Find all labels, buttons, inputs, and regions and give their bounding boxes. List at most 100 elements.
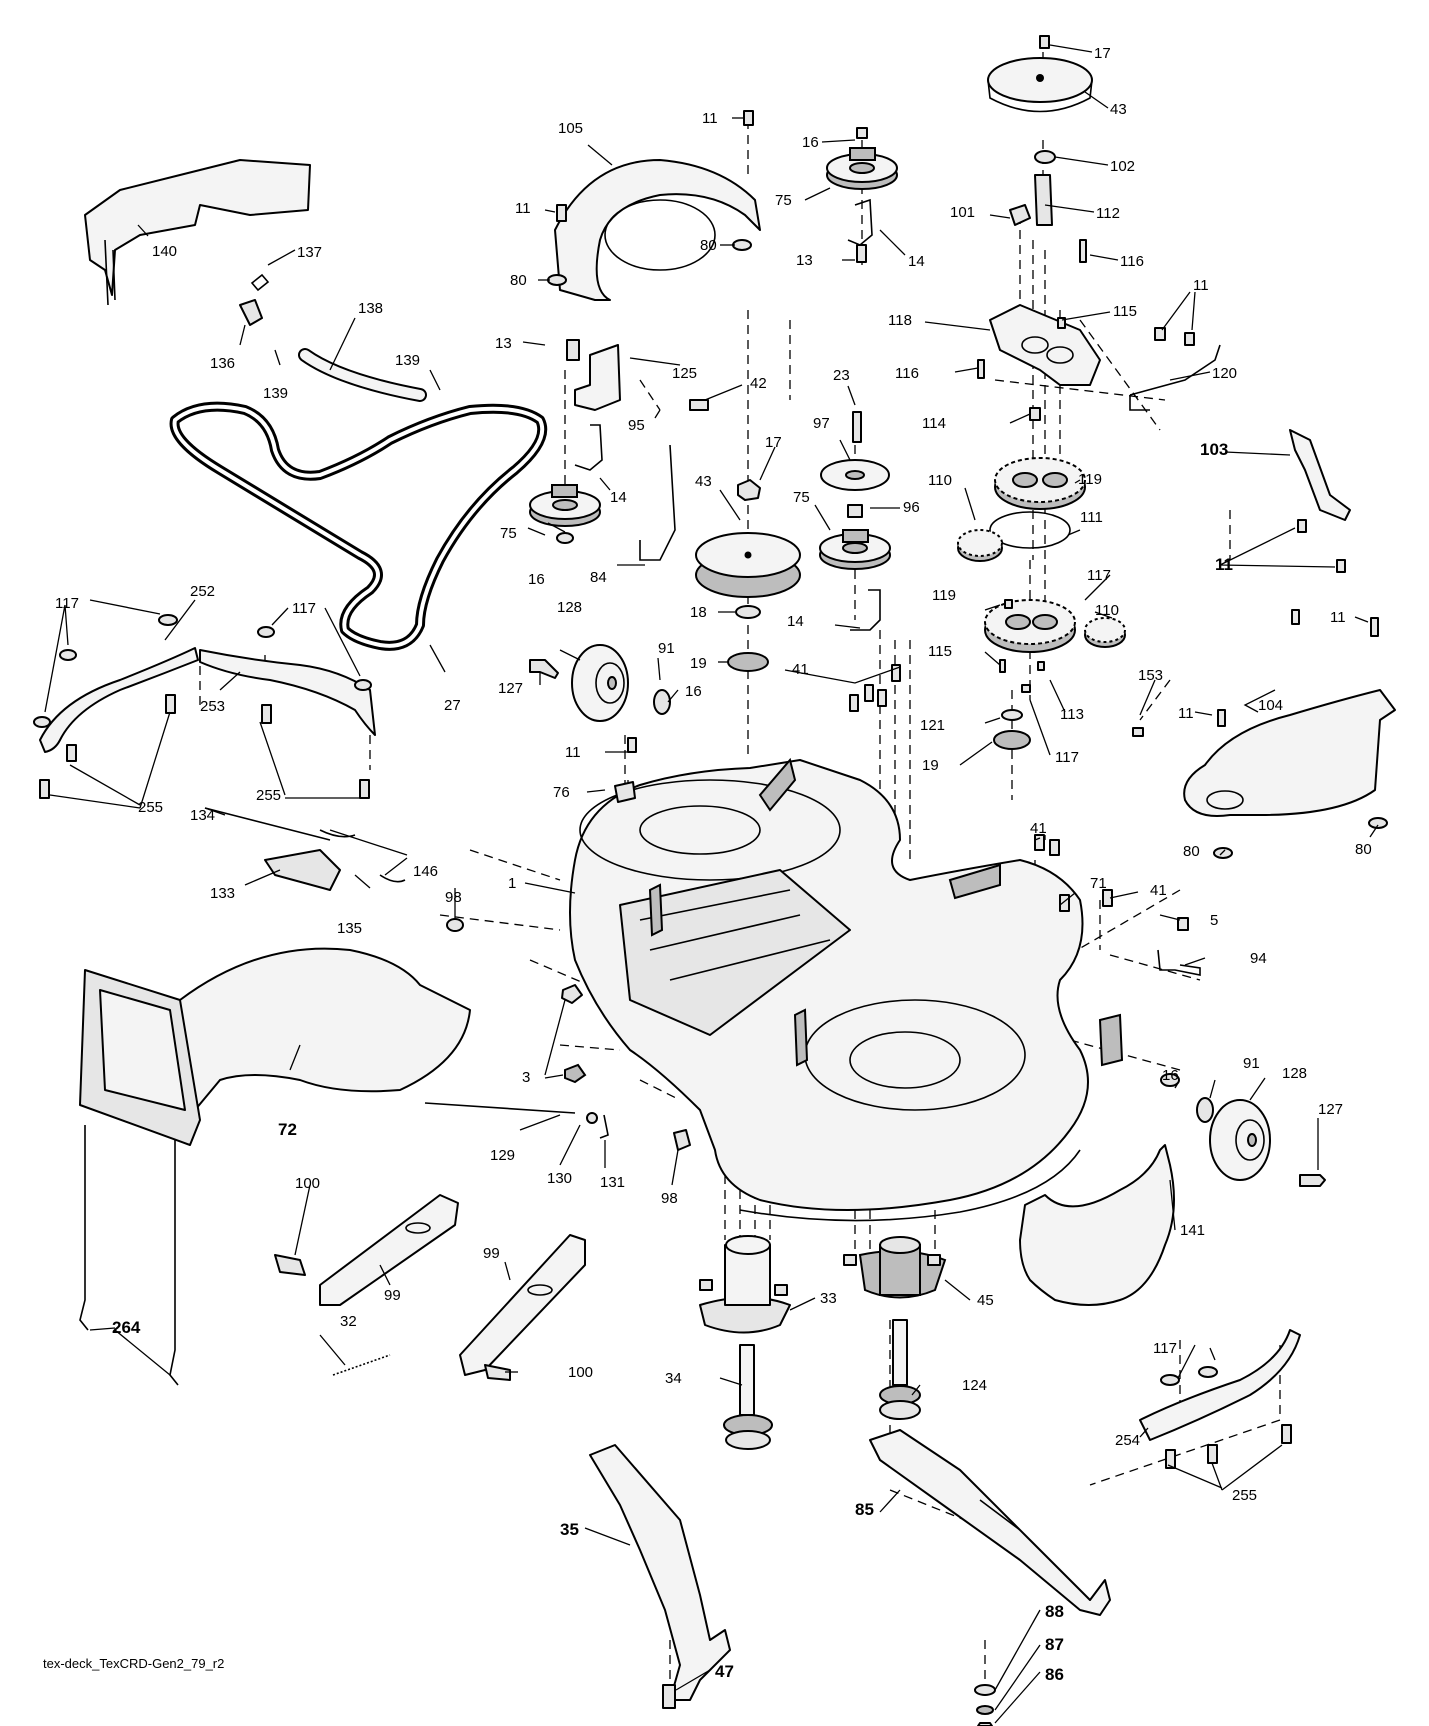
part-119-gear-upper	[994, 457, 1086, 510]
label-125: 125	[672, 365, 697, 382]
label-146: 146	[413, 863, 438, 880]
part-100-bolt-right	[484, 1364, 511, 1381]
part-33-spindle-left	[699, 1235, 791, 1334]
part-128-wheel-left	[571, 644, 629, 722]
label-47: 47	[715, 1662, 734, 1681]
label-33: 33	[820, 1290, 837, 1307]
part-87-washer	[976, 1705, 994, 1715]
part-98-bushing-right	[673, 1129, 691, 1151]
label-14-mid: 14	[787, 613, 804, 630]
part-137-clip	[250, 273, 270, 292]
label-127-right: 127	[1318, 1101, 1343, 1118]
part-141-rear-guard	[1019, 1144, 1175, 1306]
label-117-gears: 117	[1087, 567, 1111, 584]
label-100-right: 100	[568, 1364, 593, 1381]
label-17-mid: 17	[765, 434, 782, 451]
label-133: 133	[210, 885, 235, 902]
label-117-baffle-right: 117	[1153, 1340, 1177, 1357]
label-130: 130	[547, 1170, 572, 1187]
part-84-arm	[639, 444, 676, 561]
label-41-far-right: 41	[1150, 882, 1167, 899]
label-99-left: 99	[384, 1287, 401, 1304]
label-18: 18	[690, 604, 707, 621]
label-98-right: 98	[661, 1190, 678, 1207]
part-136-nozzle	[239, 299, 263, 326]
label-16-wheel-left: 16	[685, 683, 702, 700]
label-11-left-cover: 11	[515, 200, 531, 217]
label-117-baffle-mid: 117	[292, 600, 316, 617]
part-103-guard	[1289, 429, 1351, 521]
label-80-cover-l: 80	[1183, 843, 1200, 860]
label-117-lower: 117	[1055, 749, 1079, 766]
label-134: 134	[190, 807, 215, 824]
label-255-right: 255	[1232, 1487, 1257, 1504]
label-19-mid: 19	[690, 655, 707, 672]
label-11-cover-right: 11	[1330, 609, 1346, 626]
label-116-top: 116	[1120, 253, 1144, 270]
part-118-plate	[989, 304, 1101, 386]
diagram-caption: tex-deck_TexCRD-Gen2_79_r2	[43, 1656, 224, 1671]
label-264: 264	[112, 1318, 141, 1337]
label-80-cover-left: 80	[510, 272, 527, 289]
label-115-top: 115	[1113, 303, 1137, 320]
label-95: 95	[628, 417, 645, 434]
label-121: 121	[920, 717, 945, 734]
label-45: 45	[977, 1292, 994, 1309]
part-110-gear-left	[957, 529, 1003, 562]
part-125-bracket	[574, 344, 621, 411]
label-255-mid: 255	[256, 787, 281, 804]
part-121-washer	[1001, 709, 1023, 721]
part-101-nut	[1009, 204, 1031, 226]
part-43-pulley	[695, 532, 801, 598]
label-leader-lines	[44, 44, 1379, 1724]
label-80-cover-right: 80	[700, 237, 717, 254]
label-23: 23	[833, 367, 850, 384]
label-76: 76	[553, 784, 570, 801]
label-27: 27	[444, 697, 461, 714]
part-35-blade-left	[589, 1444, 731, 1701]
part-1-mower-deck	[569, 757, 1124, 1222]
label-96: 96	[903, 499, 920, 516]
label-153: 153	[1138, 667, 1163, 684]
part-3-nut-upper	[561, 984, 583, 1004]
label-14-left: 14	[610, 489, 627, 506]
part-134-rod	[204, 807, 331, 841]
label-80-cover-r: 80	[1355, 841, 1372, 858]
part-128-wheel-right	[1209, 1099, 1271, 1181]
label-141: 141	[1180, 1222, 1205, 1239]
label-102: 102	[1110, 158, 1135, 175]
label-13-bracket: 13	[495, 335, 512, 352]
label-129: 129	[490, 1147, 515, 1164]
part-127-bolt-left	[529, 659, 559, 679]
part-19-bearing-lower	[993, 730, 1031, 750]
label-119-upper: 119	[1078, 471, 1102, 488]
label-11-rod: 11	[1193, 277, 1209, 294]
part-111-gear-belt	[989, 511, 1071, 549]
label-32: 32	[340, 1313, 357, 1330]
part-133-bracket	[264, 849, 341, 891]
part-100-bolt-left	[274, 1254, 306, 1276]
part-99-arm-right	[459, 1234, 586, 1376]
label-103: 103	[1200, 440, 1228, 459]
label-72: 72	[278, 1120, 297, 1139]
hardware-fasteners	[33, 35, 1388, 1469]
part-23-bolt	[852, 411, 862, 443]
label-19-lower: 19	[922, 757, 939, 774]
part-264-cable-left	[79, 1125, 89, 1331]
part-110-gear-right	[1084, 617, 1126, 648]
label-11-guard: 11	[1215, 555, 1233, 574]
part-130-washer	[586, 1112, 598, 1124]
part-75-idler-pulley-top	[826, 147, 898, 190]
part-17-nut	[737, 479, 761, 501]
label-124: 124	[962, 1377, 987, 1394]
part-86-bolt	[977, 1722, 993, 1726]
label-41-top: 41	[792, 661, 809, 678]
label-100-left: 100	[295, 1175, 320, 1192]
label-87: 87	[1045, 1635, 1064, 1654]
label-75-top: 75	[775, 192, 792, 209]
part-124-shaft	[879, 1319, 921, 1420]
label-128-right: 128	[1282, 1065, 1307, 1082]
part-91-washer-right	[1196, 1097, 1214, 1123]
label-91-right: 91	[1243, 1055, 1260, 1072]
